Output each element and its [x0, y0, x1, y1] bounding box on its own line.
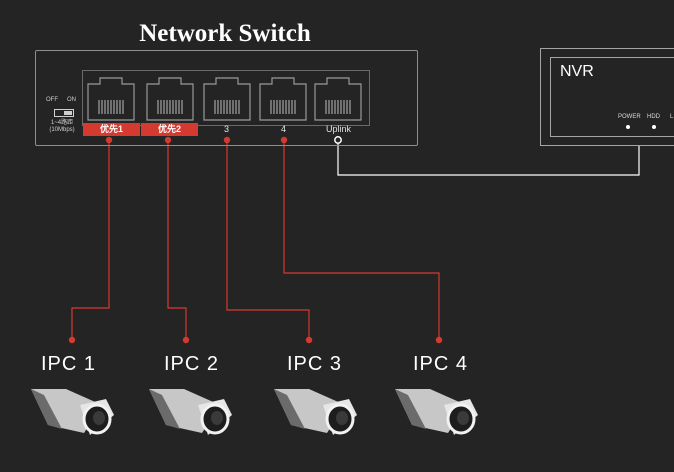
port-panel: [82, 70, 370, 126]
link-ipc2: [167, 140, 187, 340]
ethernet-port-icon: [314, 77, 362, 121]
ethernet-port-icon: [87, 77, 135, 121]
hdd-indicator-icon: [652, 125, 656, 129]
nvr-indicator-label: L: [670, 114, 674, 120]
port-label-1: 优先1: [83, 123, 140, 136]
camera-icon: [31, 389, 114, 435]
ethernet-port-icon: [146, 77, 194, 121]
camera-icon: [274, 389, 357, 435]
dip-mode-sublabel: (10Mbps): [49, 127, 75, 133]
dip-mode-label: 1~4路距: [50, 120, 74, 126]
nvr-front-panel: [550, 57, 674, 137]
ipc-label-4: IPC 4: [413, 353, 469, 375]
camera-icon: [149, 389, 232, 435]
link-ipc3: [226, 140, 310, 340]
camera-icon: [395, 389, 478, 435]
power-indicator-icon: [626, 125, 630, 129]
dip-on-label: ON: [67, 97, 76, 103]
network-switch: [35, 50, 418, 146]
port-label-3: 3: [223, 124, 229, 134]
nvr-indicator-label: POWER: [618, 114, 641, 120]
nvr-device: [540, 48, 674, 146]
ethernet-port-icon: [203, 77, 251, 121]
dip-switch[interactable]: [54, 109, 74, 117]
port-label-uplink: Uplink: [325, 124, 351, 134]
ethernet-port-icon: [259, 77, 307, 121]
port-label-2: 优先2: [141, 123, 198, 136]
ipc-label-2: IPC 2: [164, 353, 220, 375]
ipc-label-3: IPC 3: [287, 353, 343, 375]
nvr-title: NVR: [560, 63, 594, 80]
nvr-indicator-label: HDD: [647, 114, 660, 120]
port-label-4: 4: [280, 124, 286, 134]
dip-off-label: OFF: [46, 97, 58, 103]
link-uplink-nvr: [337, 140, 640, 176]
link-ipc4: [283, 140, 440, 340]
diagram-title: Network Switch: [139, 20, 311, 47]
link-ipc1: [71, 140, 110, 340]
ipc-label-1: IPC 1: [41, 353, 97, 375]
